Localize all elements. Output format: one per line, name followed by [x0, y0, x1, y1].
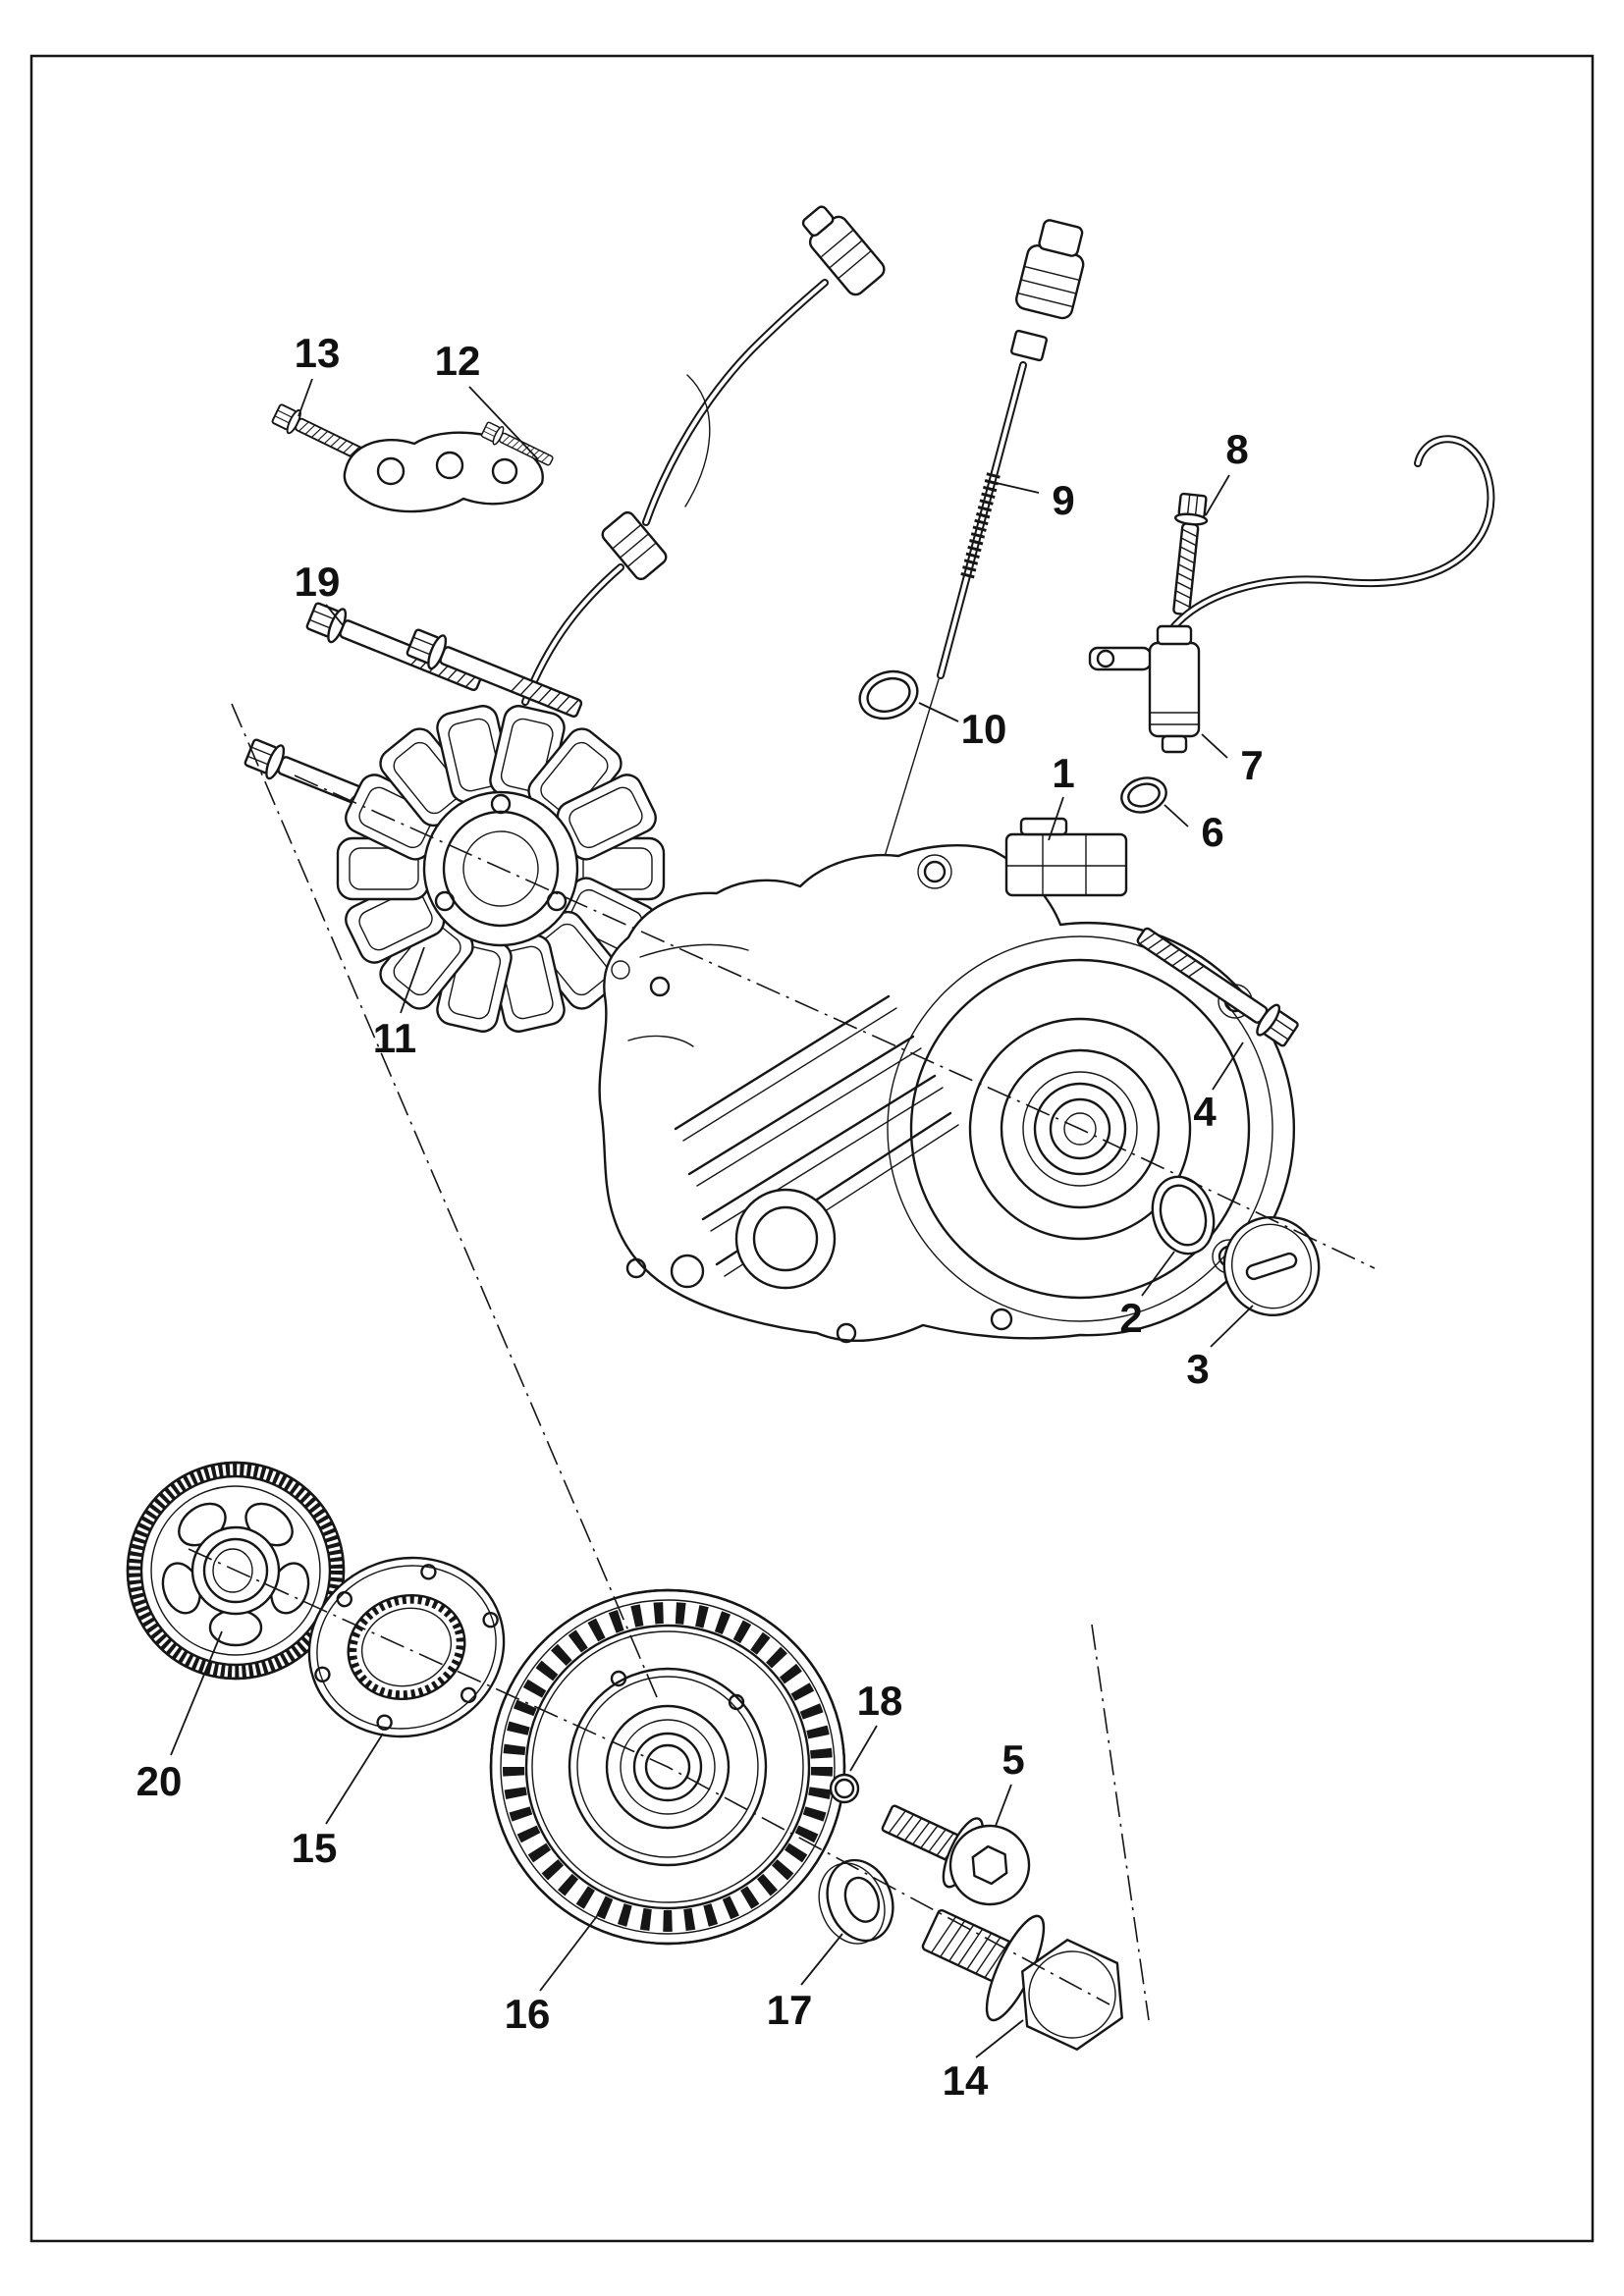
- callout-18: 18: [857, 1678, 903, 1724]
- page-border: [29, 54, 1595, 2243]
- callout-15: 15: [292, 1825, 338, 1871]
- callout-12: 12: [435, 338, 481, 384]
- callout-19: 19: [295, 559, 341, 605]
- callout-7: 7: [1240, 742, 1263, 788]
- axis-chain-lines: [188, 703, 1376, 2021]
- callout-8: 8: [1225, 426, 1248, 472]
- callout-20: 20: [136, 1758, 183, 1804]
- callout-14: 14: [943, 2057, 989, 2104]
- socket-bolt-5: [881, 1804, 1031, 1906]
- engine-cover-1: [598, 817, 1296, 1344]
- stator-harness: [521, 205, 886, 706]
- washer-17: [818, 1858, 894, 1945]
- bracket-12: [343, 419, 557, 513]
- dipstick-9: [875, 219, 1085, 886]
- callout-1: 1: [1052, 750, 1074, 796]
- callout-labels: 1 2 3 4 5 6 7 8 9 10 11 12 13 14 15 16 1…: [136, 330, 1264, 2104]
- callout-3: 3: [1186, 1346, 1209, 1392]
- o-ring-2: [1151, 1175, 1216, 1255]
- bolt-14: [921, 1908, 1123, 2051]
- callout-6: 6: [1201, 809, 1223, 855]
- callout-16: 16: [505, 1991, 551, 2037]
- callout-4: 4: [1193, 1089, 1217, 1135]
- callout-5: 5: [1001, 1736, 1024, 1783]
- o-ring-6: [1120, 776, 1167, 814]
- callout-leaders: [170, 378, 1254, 2058]
- o-ring-18: [829, 1773, 860, 1804]
- sensor-7: [1088, 435, 1495, 754]
- cap-3: [1222, 1215, 1321, 1317]
- callout-13: 13: [295, 330, 341, 376]
- bolt-8: [1164, 492, 1211, 617]
- callout-11: 11: [373, 1015, 416, 1061]
- callout-9: 9: [1052, 477, 1074, 523]
- clutch-plate-15: [307, 1556, 506, 1738]
- callout-10: 10: [961, 706, 1007, 752]
- callout-17: 17: [767, 1987, 813, 2033]
- o-ring-10: [858, 669, 919, 721]
- callout-2: 2: [1119, 1295, 1142, 1341]
- stator-connector: [801, 205, 886, 296]
